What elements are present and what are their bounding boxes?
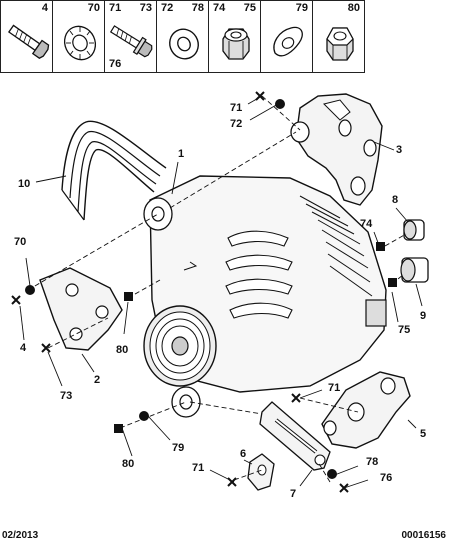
nut-marker-80a xyxy=(124,292,133,301)
legend-number: 73 xyxy=(139,2,152,14)
callout-70[interactable]: 70 xyxy=(14,236,27,248)
legend-cell-4[interactable]: 4 xyxy=(0,0,53,73)
flanged-bolt-icon xyxy=(109,25,153,58)
lower-right-bracket-icon[interactable] xyxy=(321,371,411,449)
legend-number: 71 xyxy=(109,2,122,14)
leader-lines xyxy=(19,95,423,489)
bush-8-icon[interactable] xyxy=(403,219,425,241)
callout-72[interactable]: 72 xyxy=(230,118,243,130)
legend-number: 4 xyxy=(41,2,48,14)
callout-10[interactable]: 10 xyxy=(18,178,31,190)
callout-75[interactable]: 75 xyxy=(398,324,411,336)
bush-9-icon[interactable] xyxy=(400,257,429,283)
legend-cell-71-73-76[interactable]: 71 73 76 xyxy=(104,0,157,73)
hex-nut-icon xyxy=(326,27,354,61)
adjuster-plate-icon[interactable] xyxy=(247,453,275,491)
legend-number: 72 xyxy=(161,2,174,14)
bolt-icon xyxy=(7,24,50,59)
legend-number: 76 xyxy=(109,58,122,70)
callout-8[interactable]: 8 xyxy=(392,194,399,206)
legend-number: 80 xyxy=(347,2,360,14)
nut-marker-80b xyxy=(114,424,123,433)
callout-71[interactable]: 71 xyxy=(328,382,341,394)
shaped-washer-icon xyxy=(273,26,303,57)
nut-marker-75 xyxy=(388,278,397,287)
legend-number: 74 xyxy=(213,2,226,14)
flat-washer-icon xyxy=(169,28,199,60)
fastener-legend: 4 70 71 73 76 xyxy=(0,0,371,73)
callout-73[interactable]: 73 xyxy=(60,390,73,402)
callout-9[interactable]: 9 xyxy=(420,310,427,322)
fastener-markers xyxy=(25,99,397,479)
callout-79[interactable]: 79 xyxy=(172,442,185,454)
callout-76[interactable]: 76 xyxy=(380,472,393,484)
callout-3[interactable]: 3 xyxy=(396,144,403,156)
callout-78[interactable]: 78 xyxy=(366,456,379,468)
footer-date: 02/2013 xyxy=(2,530,39,541)
nylock-nut-icon xyxy=(222,28,250,60)
washer-marker-70 xyxy=(25,285,35,295)
pulley-icon[interactable] xyxy=(143,305,217,387)
adjuster-strap-icon[interactable] xyxy=(259,401,331,471)
callout-71[interactable]: 71 xyxy=(192,462,205,474)
legend-cell-80[interactable]: 80 xyxy=(312,0,365,73)
callout-6[interactable]: 6 xyxy=(240,448,247,460)
left-bracket-icon[interactable] xyxy=(39,267,123,351)
callout-5[interactable]: 5 xyxy=(420,428,427,440)
legend-number: 75 xyxy=(243,2,256,14)
callout-2[interactable]: 2 xyxy=(94,374,101,386)
drive-belt-icon[interactable] xyxy=(61,120,167,221)
legend-cell-74-75[interactable]: 74 75 xyxy=(208,0,261,73)
bolt-cross-markers xyxy=(11,91,349,493)
washer-marker-78 xyxy=(327,469,337,479)
callout-71[interactable]: 71 xyxy=(230,102,243,114)
footer-reference: 00016156 xyxy=(401,530,447,541)
callout-1[interactable]: 1 xyxy=(178,148,185,160)
callout-7[interactable]: 7 xyxy=(290,488,297,500)
arrow-icon xyxy=(183,261,198,271)
serrated-washer-icon xyxy=(63,25,97,61)
upper-bracket-icon[interactable] xyxy=(290,93,383,206)
assembly-lines xyxy=(27,95,407,483)
legend-number: 70 xyxy=(87,2,100,14)
callout-80[interactable]: 80 xyxy=(116,344,129,356)
legend-number: 78 xyxy=(191,2,204,14)
callout-74[interactable]: 74 xyxy=(360,218,373,230)
legend-number: 79 xyxy=(295,2,308,14)
washer-marker-79 xyxy=(139,411,149,421)
nut-marker-74 xyxy=(376,242,385,251)
callout-80[interactable]: 80 xyxy=(122,458,135,470)
legend-cell-70[interactable]: 70 xyxy=(52,0,105,73)
callout-4[interactable]: 4 xyxy=(20,342,27,354)
washer-marker-72 xyxy=(275,99,285,109)
